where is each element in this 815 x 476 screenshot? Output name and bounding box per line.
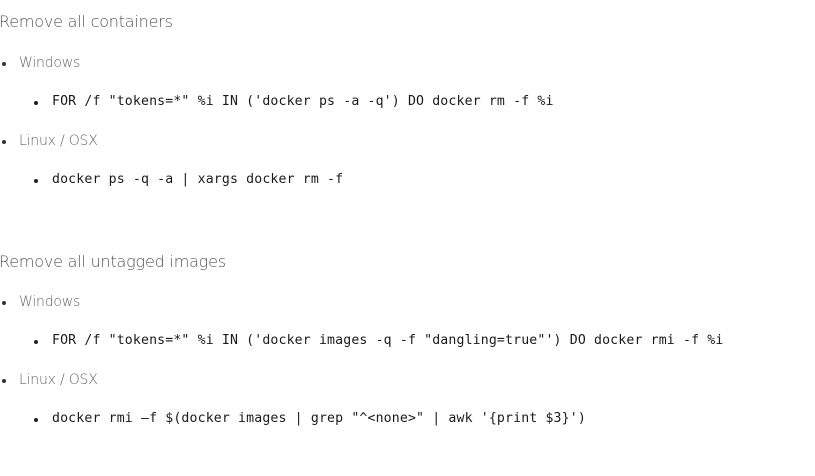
bullet-icon (34, 418, 38, 422)
section-heading: Remove all containers (0, 12, 173, 31)
command-text: docker rmi –f $(docker images | grep "^<… (52, 411, 586, 426)
bullet-icon (34, 179, 38, 183)
bullet-icon (2, 301, 6, 305)
bullet-icon (34, 101, 38, 105)
platform-label: Linux / OSX (19, 372, 98, 388)
command-text: FOR /f "tokens=*" %i IN ('docker images … (52, 333, 724, 348)
platform-label: Windows (19, 294, 81, 310)
command-text: FOR /f "tokens=*" %i IN ('docker ps -a -… (52, 94, 554, 109)
section-heading: Remove all untagged images (0, 252, 226, 271)
bullet-icon (2, 140, 6, 144)
platform-label: Linux / OSX (19, 133, 98, 149)
bullet-icon (2, 62, 6, 66)
platform-label: Windows (19, 55, 81, 71)
command-text: docker ps -q -a | xargs docker rm -f (52, 172, 344, 187)
bullet-icon (34, 340, 38, 344)
bullet-icon (2, 379, 6, 383)
